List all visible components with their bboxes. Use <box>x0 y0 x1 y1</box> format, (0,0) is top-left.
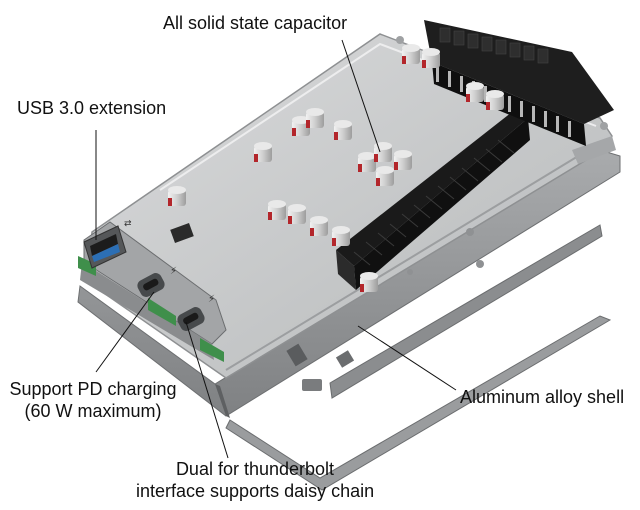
capacitor <box>268 200 286 220</box>
capacitor <box>168 186 186 206</box>
capacitor <box>306 108 324 128</box>
leader-shell <box>357 325 457 391</box>
pcie-x16-slot <box>336 112 530 290</box>
capacitor <box>466 82 484 102</box>
solid-capacitors <box>168 44 504 292</box>
thunderbolt-label-line-1: Dual for thunderbolt <box>175 459 335 479</box>
capacitor <box>254 142 272 162</box>
capacitor <box>358 152 376 172</box>
controller-chip <box>170 223 194 243</box>
pd-label-line-2: (60 W maximum) <box>24 401 162 421</box>
usb-icon: ⇄ <box>124 219 132 229</box>
usb-a-port <box>83 225 127 269</box>
capacitor <box>310 216 328 236</box>
capacitor <box>360 272 378 292</box>
leader-lines <box>95 39 457 459</box>
usb-c-port <box>177 307 205 331</box>
thunderbolt-label: Dual for thunderbolt interface supports … <box>136 458 374 502</box>
capacitor <box>332 226 350 246</box>
leader-thunderbolt <box>185 321 229 459</box>
pd-label-line-1: Support PD charging <box>9 379 177 399</box>
leader-pd <box>95 291 155 373</box>
capacitor <box>376 166 394 186</box>
capacitor <box>288 204 306 224</box>
capacitor <box>292 116 310 136</box>
capacitor <box>334 120 352 140</box>
pd-label: Support PD charging (60 W maximum) <box>2 378 184 422</box>
capacitor-label: All solid state capacitor <box>163 13 348 33</box>
shell-side-wall <box>77 149 621 491</box>
capacitor <box>422 48 440 68</box>
shell-label: Aluminum alloy shell <box>460 387 625 407</box>
capacitor <box>374 142 392 162</box>
thunderbolt-icon: ⚡ <box>170 266 177 277</box>
capacitor <box>402 44 420 64</box>
usb-label: USB 3.0 extension <box>17 98 167 118</box>
capacitor <box>394 150 412 170</box>
capacitor <box>486 90 504 110</box>
thunderbolt-icon: ⚡ <box>208 294 215 305</box>
thunderbolt-label-line-2: interface supports daisy chain <box>136 481 375 501</box>
usb-c-port <box>137 273 165 297</box>
leader-capacitor <box>341 39 381 153</box>
